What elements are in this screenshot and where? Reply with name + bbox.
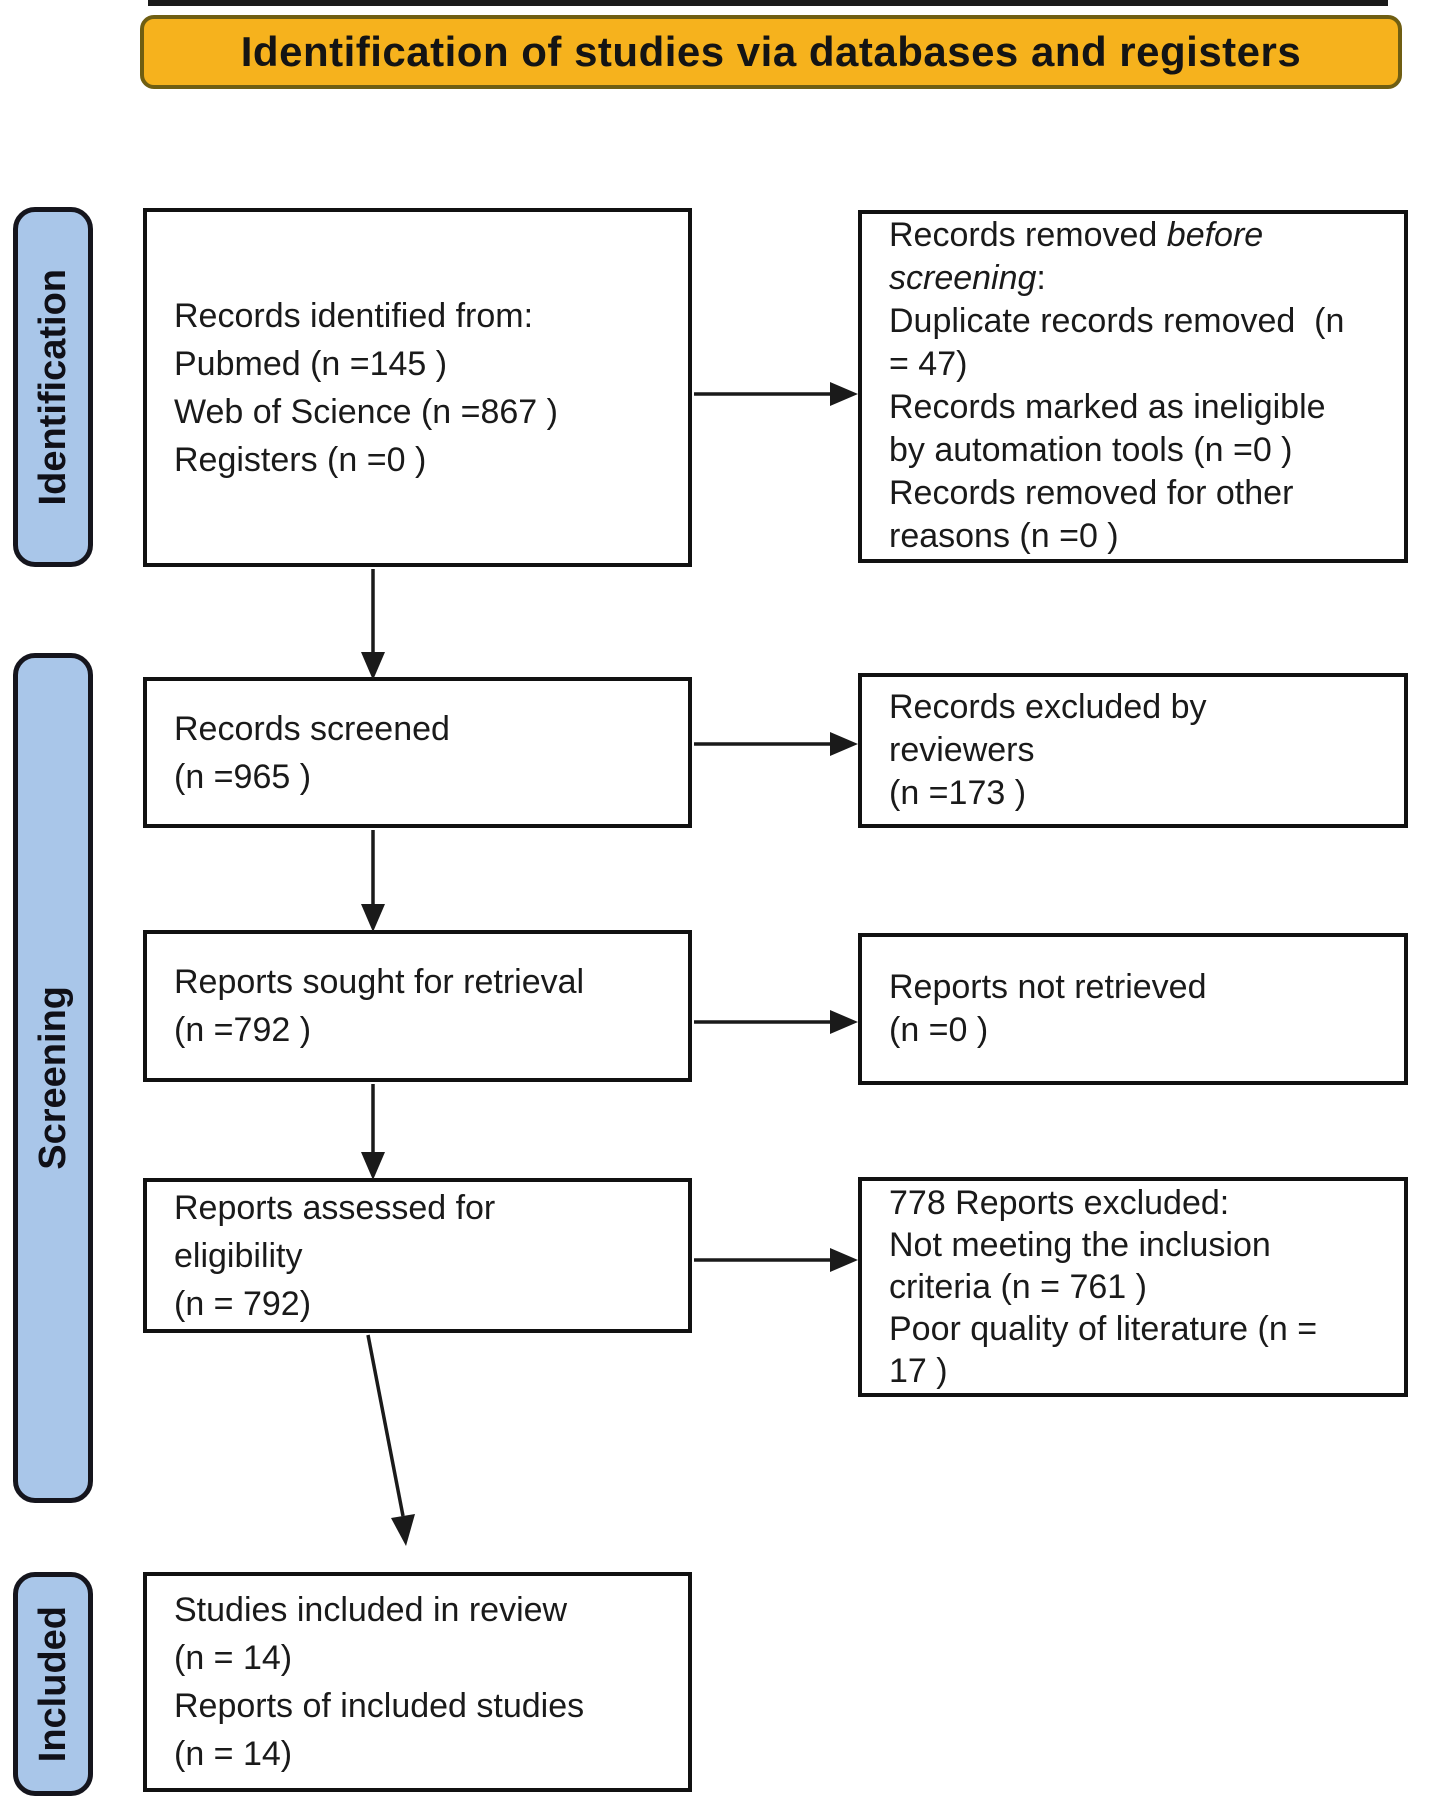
stage-label-screening: Screening (13, 653, 93, 1503)
box-text-line: criteria (n = 761 ) (889, 1268, 1147, 1306)
box-records-identified: Records identified from: Pubmed (n =145 )… (143, 208, 692, 567)
stage-label-identification: Identification (13, 207, 93, 567)
box-text-line: Records screened (174, 709, 450, 748)
box-text-line: Reports sought for retrieval (174, 963, 585, 1001)
box-text-line: (n = 14) (174, 1735, 293, 1773)
stage-label-included: Included (13, 1572, 93, 1796)
box-text-line: Records marked as ineligible (889, 388, 1326, 426)
stage-label-identification-text: Identification (31, 268, 74, 506)
arrow-screened-to-sought (361, 830, 385, 932)
box-text-line: reviewers (889, 731, 1035, 769)
arrow-identified-to-screened (361, 569, 385, 680)
banner-title: Identification of studies via databases … (240, 28, 1302, 75)
stage-label-included-text: Included (31, 1605, 74, 1763)
box-text-line: Records excluded by (889, 688, 1207, 726)
box-text-line: Duplicate records removed (n (889, 302, 1345, 340)
box-text-line: Poor quality of literature (n = (889, 1310, 1318, 1348)
box-reports-excluded-text: 778 Reports excluded: Not meeting the inc… (862, 1182, 1404, 1392)
box-text-line: Registers (n =0 ) (174, 440, 427, 479)
box-text-line: Studies included in review (174, 1591, 568, 1629)
box-text-line: Pubmed (n =145 ) (174, 344, 448, 383)
box-text-line: reasons (n =0 ) (889, 517, 1119, 555)
box-records-excluded-text: Records excluded by reviewers (n =173 ) (862, 686, 1404, 815)
box-text-line: (n =965 ) (174, 757, 312, 796)
box-studies-included-text: Studies included in review (n = 14) Report… (147, 1586, 688, 1778)
banner: Identification of studies via databases … (140, 15, 1402, 89)
box-records-screened: Records screened (n =965 ) (143, 677, 692, 828)
box-reports-assessed-text: Reports assessed for eligibility (n = 792) (147, 1184, 688, 1328)
arrow-assessed-to-reports-excluded (694, 1248, 858, 1272)
box-text-line: (n =792 ) (174, 1011, 312, 1049)
arrow-sought-to-not-retrieved (694, 1010, 858, 1034)
box-text-line: Records removed for other (889, 474, 1294, 512)
box-text-line: (n =173 ) (889, 774, 1027, 812)
arrow-assessed-to-included (366, 1334, 415, 1546)
arrow-sought-to-assessed (361, 1084, 385, 1180)
box-text-line: Records identified from: (174, 296, 534, 335)
box-records-excluded: Records excluded by reviewers (n =173 ) (858, 673, 1408, 828)
box-text-line: Records removed before (889, 216, 1264, 254)
top-border-line (148, 0, 1388, 6)
box-records-identified-text: Records identified from: Pubmed (n =145 )… (147, 292, 688, 484)
box-text-line: (n =0 ) (889, 1011, 989, 1049)
box-text-line: Reports of included studies (174, 1687, 585, 1725)
box-reports-assessed: Reports assessed for eligibility (n = 792) (143, 1178, 692, 1333)
stage-label-screening-text: Screening (31, 986, 74, 1170)
box-text-line: (n = 792) (174, 1284, 312, 1323)
box-text-line: screening: (889, 259, 1046, 297)
box-reports-sought-text: Reports sought for retrieval (n =792 ) (147, 958, 688, 1054)
box-reports-not-retrieved: Reports not retrieved (n =0 ) (858, 933, 1408, 1085)
box-records-removed: Records removed before screening: Duplicat… (858, 210, 1408, 563)
box-studies-included: Studies included in review (n = 14) Report… (143, 1572, 692, 1792)
box-reports-excluded: 778 Reports excluded: Not meeting the inc… (858, 1177, 1408, 1397)
box-text-line: = 47) (889, 345, 968, 383)
box-text-line: eligibility (174, 1236, 303, 1275)
box-text-line: 778 Reports excluded: (889, 1184, 1230, 1222)
box-records-screened-text: Records screened (n =965 ) (147, 705, 688, 801)
box-text-line: (n = 14) (174, 1639, 293, 1677)
arrow-identified-to-removed (694, 382, 858, 406)
box-text-line: 17 ) (889, 1352, 948, 1390)
box-text-line: Not meeting the inclusion (889, 1226, 1271, 1264)
box-reports-sought: Reports sought for retrieval (n =792 ) (143, 930, 692, 1082)
box-text-line: by automation tools (n =0 ) (889, 431, 1293, 469)
arrow-screened-to-excluded (694, 732, 858, 756)
box-reports-not-retrieved-text: Reports not retrieved (n =0 ) (862, 966, 1404, 1052)
box-text-line: Web of Science (n =867 ) (174, 392, 558, 431)
box-text-line: Reports not retrieved (889, 968, 1207, 1006)
box-records-removed-text: Records removed before screening: Duplicat… (862, 214, 1404, 558)
box-text-line: Reports assessed for (174, 1188, 496, 1227)
